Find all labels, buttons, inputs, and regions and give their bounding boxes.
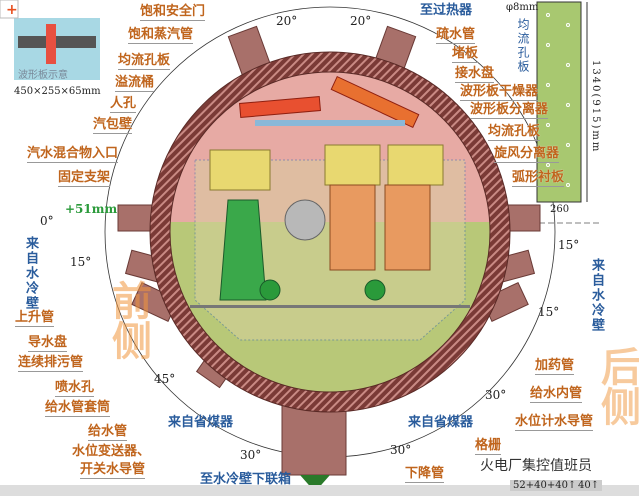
label-overflow-bucket: 溢流桶: [115, 75, 155, 92]
label-switch-water-pipe: 开关水导管: [80, 462, 146, 479]
label-level-transmitter: 水位变送器、: [72, 444, 151, 459]
label-grating: 格栅: [475, 438, 502, 455]
orifice-plate-inset: [536, 1, 582, 203]
label-orifice-plate: 均流孔板: [118, 53, 171, 70]
add-icon: [0, 0, 19, 19]
riser-bundle: [219, 199, 267, 301]
wave-plate-separator: [330, 75, 420, 129]
flow-from-waterwall-right: 来自水冷壁: [589, 258, 604, 333]
label-inner-feedwater-pipe: 给水内管: [530, 386, 583, 403]
label-drum-wall: 汽包壁: [93, 117, 133, 134]
angle-30-bottom: 30°: [390, 443, 412, 457]
watermark-rear: 后侧: [594, 346, 639, 426]
angle-15-left: 15°: [70, 255, 92, 269]
label-cyclone-separator: 旋风分离器: [494, 146, 560, 163]
wechat-logo: 火电厂集控值班员: [480, 458, 592, 474]
flow-from-waterwall-left: 来自水冷壁: [23, 236, 38, 311]
label-orifice-plate-right: 均流孔板: [488, 124, 541, 141]
label-feedwater-pipe: 给水管: [88, 424, 128, 441]
label-arc-liner: 弧形衬板: [512, 170, 565, 187]
label-dosing-pipe: 加药管: [535, 358, 575, 375]
label-level-gauge-pipe: 水位计水导管: [515, 414, 594, 431]
wave-plate-dryer-left: [239, 95, 321, 119]
footer-button-1[interactable]: 52+40+40↑: [510, 480, 580, 491]
footer-button-2[interactable]: 40↑: [575, 480, 603, 491]
label-manhole: 人孔: [110, 96, 137, 113]
label-saturated-steam-pipe: 饱和蒸汽管: [128, 27, 194, 44]
angle-20-right: 20°: [350, 14, 372, 28]
angle-30-right: 30°: [485, 388, 507, 402]
label-riser: 上升管: [15, 310, 55, 327]
flow-to-superheater: 至过热器: [420, 3, 473, 18]
watermark-front: 前侧: [105, 280, 151, 360]
cyclone-separator: [329, 184, 376, 271]
label-safety-valve: 饱和安全门: [140, 4, 206, 21]
angle-30-left: 30°: [240, 448, 262, 462]
label-wave-dryer: 波形板干燥器: [460, 84, 539, 101]
label-drip-tray: 接水盘: [455, 66, 495, 83]
orifice-width: 260: [550, 204, 570, 215]
manhole: [284, 199, 326, 241]
label-continuous-blowdown: 连续排污管: [18, 355, 84, 372]
angle-45: 45°: [154, 372, 176, 386]
orifice-height: 1340(915)mm: [590, 60, 601, 154]
angle-20-left: 20°: [276, 14, 298, 28]
label-spray-hole: 喷水孔: [55, 380, 95, 397]
zero-angle: 0°: [40, 214, 54, 228]
label-blind-plate: 堵板: [452, 46, 479, 63]
label-mixture-inlet: 汽水混合物入口: [27, 146, 119, 163]
angle-15-right-1: 15°: [558, 238, 580, 252]
label-water-guide-plate: 导水盘: [28, 335, 68, 352]
label-wave-separator: 波形板分离器: [470, 102, 549, 119]
hole-diameter: φ8mm: [506, 2, 539, 13]
flow-to-lower-header: 至水冷壁下联箱: [200, 472, 292, 487]
label-feedwater-sleeve: 给水管套筒: [45, 400, 111, 417]
wave-plate-inset: [14, 18, 100, 80]
angle-15-right-2: 15°: [538, 305, 560, 319]
orifice-title: 均流孔板: [516, 18, 530, 74]
inset-size: 450×255×65mm: [14, 86, 101, 97]
svg-text:+: +: [6, 2, 18, 18]
label-downcomer: 下降管: [405, 466, 445, 483]
flow-from-economizer-left: 来自省煤器: [168, 415, 234, 430]
flow-from-economizer-right: 来自省煤器: [408, 415, 474, 430]
offset-label: +51mm: [65, 202, 118, 216]
label-fixed-bracket: 固定支架: [58, 170, 111, 187]
inset-caption: 波形板示意: [18, 70, 68, 81]
down-arrow-icon: [300, 475, 330, 492]
label-drain-pipe: 疏水管: [436, 27, 476, 44]
